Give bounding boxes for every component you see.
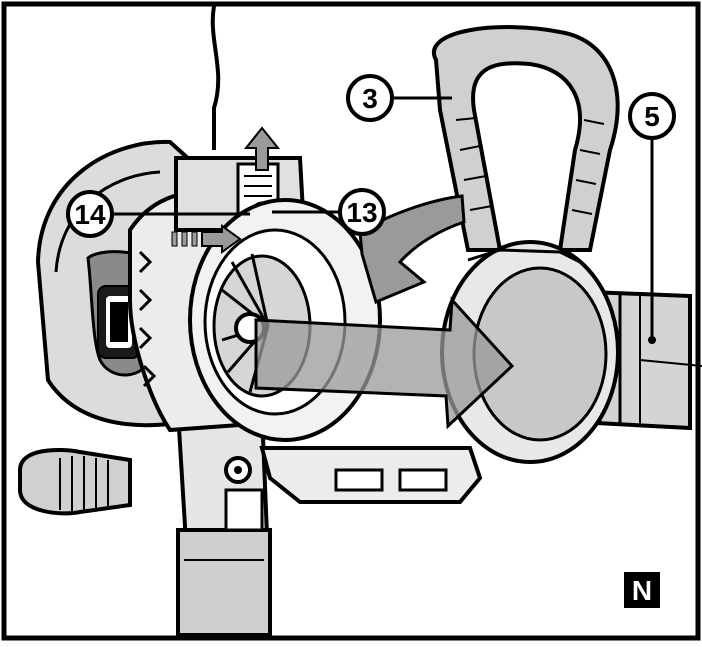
callout-13-label: 13: [346, 197, 377, 228]
callout-5: 5: [628, 92, 676, 344]
power-cord: [210, 5, 221, 150]
up-arrow: [243, 126, 281, 171]
lower-bracket: [259, 446, 483, 504]
panel-letter-badge: N: [624, 572, 660, 608]
pull-arrow: [254, 296, 515, 430]
callout-14: 14: [66, 190, 250, 238]
curved-arrow: [358, 194, 466, 305]
callout-13: 13: [272, 188, 386, 236]
callout-3: 3: [346, 74, 452, 122]
slide-arrow: [171, 224, 242, 254]
carry-handle: [432, 25, 620, 252]
callout-3-label: 3: [362, 83, 378, 114]
panel-letter: N: [632, 575, 652, 606]
tube-collar: [440, 240, 620, 464]
callout-5-label: 5: [644, 101, 660, 132]
side-knob: [18, 447, 132, 516]
callout-14-label: 14: [74, 199, 106, 230]
lower-handle: [175, 410, 272, 637]
